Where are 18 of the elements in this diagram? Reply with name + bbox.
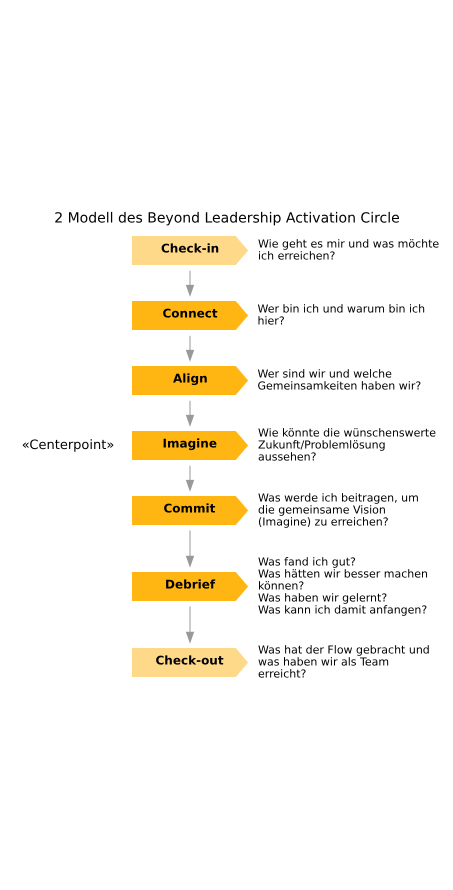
node-label: Wie geht es mir und was möchte ich erreichen? <box>258 237 439 262</box>
arrow <box>185 270 194 297</box>
node-label: Wie könnte die wünschenswerte Zukunft/Problemlösung aussehen? <box>258 426 436 464</box>
node-label: Was werde ich beitragen, um die gemeinsame Vision (Imagine) zu erreichen? <box>258 491 418 528</box>
arrow <box>185 530 194 568</box>
arrow <box>185 400 194 427</box>
node-label: Was haben wir gelernt? <box>258 591 387 604</box>
node-label: Was hat der Flow gebracht und was haben wir als Team erreicht? <box>258 643 430 680</box>
node-label: Was hätten wir besser machen können? <box>258 567 428 592</box>
arrow <box>185 465 194 492</box>
node-label: Wer sind wir und welche Gemeinsamkeiten haben wir? <box>257 367 421 392</box>
node-label: Wer bin ich und warum bin ich hier? <box>257 302 425 328</box>
arrow <box>185 335 194 362</box>
label: «Centerpoint» <box>21 438 114 453</box>
diagram-title: 2 Modell des Beyond Leadership Activation Circle <box>54 210 400 227</box>
arrow <box>185 606 194 644</box>
node-label: Was kann ich damit anfangen? <box>258 603 427 616</box>
node-label: Was fand ich gut? <box>258 555 356 568</box>
